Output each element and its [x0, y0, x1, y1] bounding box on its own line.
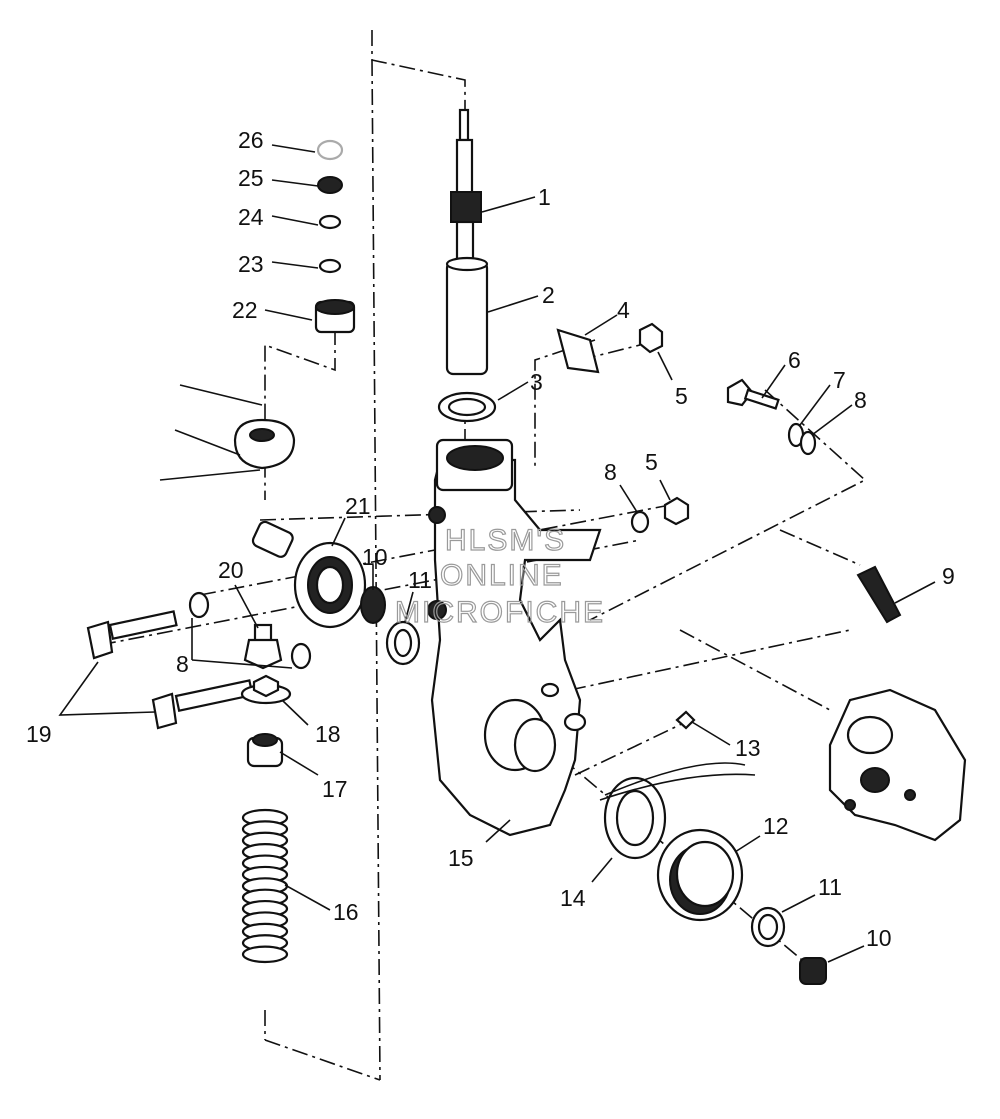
callout-26: 26 [238, 127, 264, 153]
callout-11-right: 11 [818, 874, 842, 900]
race-12 [656, 828, 744, 922]
watermark: HLSM'S ONLINE MICROFICHE [394, 523, 605, 629]
callout-10-left: 10 [362, 544, 388, 570]
watermark-line-1: HLSM'S [445, 524, 566, 557]
callout-4: 4 [617, 297, 630, 323]
callout-labels: 1 2 3 4 5 5 6 7 8 8 8 9 10 10 11 11 12 1… [26, 127, 955, 951]
callout-6: 6 [788, 347, 801, 373]
steering-knuckle-15 [427, 438, 602, 837]
coil-spring-16 [241, 808, 289, 964]
ball-joint-20 [243, 623, 283, 670]
washer-8-right [630, 510, 650, 534]
watermark-line-3: MICROFICHE [395, 596, 605, 629]
callout-12: 12 [763, 813, 789, 839]
callout-5-lower: 5 [645, 449, 658, 475]
callout-7: 7 [833, 367, 846, 393]
nut-17 [246, 733, 284, 768]
callout-8-left: 8 [176, 651, 189, 677]
callout-2: 2 [542, 282, 555, 308]
nut-5-upper [638, 322, 664, 354]
callout-8-bolt: 8 [854, 387, 867, 413]
callout-19: 19 [26, 721, 52, 747]
callout-11-left: 11 [408, 567, 432, 593]
callout-10-right: 10 [866, 925, 892, 951]
nut-5-lower [663, 496, 690, 526]
pin-upper [251, 520, 294, 558]
spring-coil [241, 945, 289, 964]
callout-15: 15 [448, 845, 474, 871]
bearing-10-right [799, 957, 827, 985]
callout-17: 17 [322, 776, 348, 802]
callout-5-upper: 5 [675, 383, 688, 409]
bolt-19-upper [86, 610, 178, 660]
upper-mount [159, 384, 296, 481]
caliper [828, 688, 967, 842]
grease-fitting-13 [599, 710, 756, 801]
callout-21: 21 [345, 493, 371, 519]
callout-24: 24 [238, 204, 264, 230]
callout-14: 14 [560, 885, 586, 911]
callout-22: 22 [232, 297, 258, 323]
callout-1: 1 [538, 184, 551, 210]
watermark-line-2: ONLINE [440, 559, 564, 592]
callout-18: 18 [315, 721, 341, 747]
callout-8-mid: 8 [604, 459, 617, 485]
strut-shock [445, 108, 489, 376]
washer-8-bolt [799, 430, 817, 456]
washer-8-left-a [188, 591, 210, 619]
callout-25: 25 [238, 165, 264, 191]
callout-3: 3 [530, 369, 543, 395]
bracket-4 [556, 328, 600, 374]
brake-pad-9 [856, 565, 902, 624]
washer-8-left-b [290, 642, 312, 670]
top-hardware-stack [314, 139, 356, 334]
leader-lines [58, 144, 936, 963]
bolt-19-lower [151, 679, 254, 730]
nut-washer-18 [240, 674, 292, 705]
bearing-10-left [360, 586, 386, 624]
callout-9: 9 [942, 563, 955, 589]
callout-20: 20 [218, 557, 244, 583]
callout-23: 23 [238, 251, 264, 277]
callout-13: 13 [735, 735, 761, 761]
callout-16: 16 [333, 899, 359, 925]
